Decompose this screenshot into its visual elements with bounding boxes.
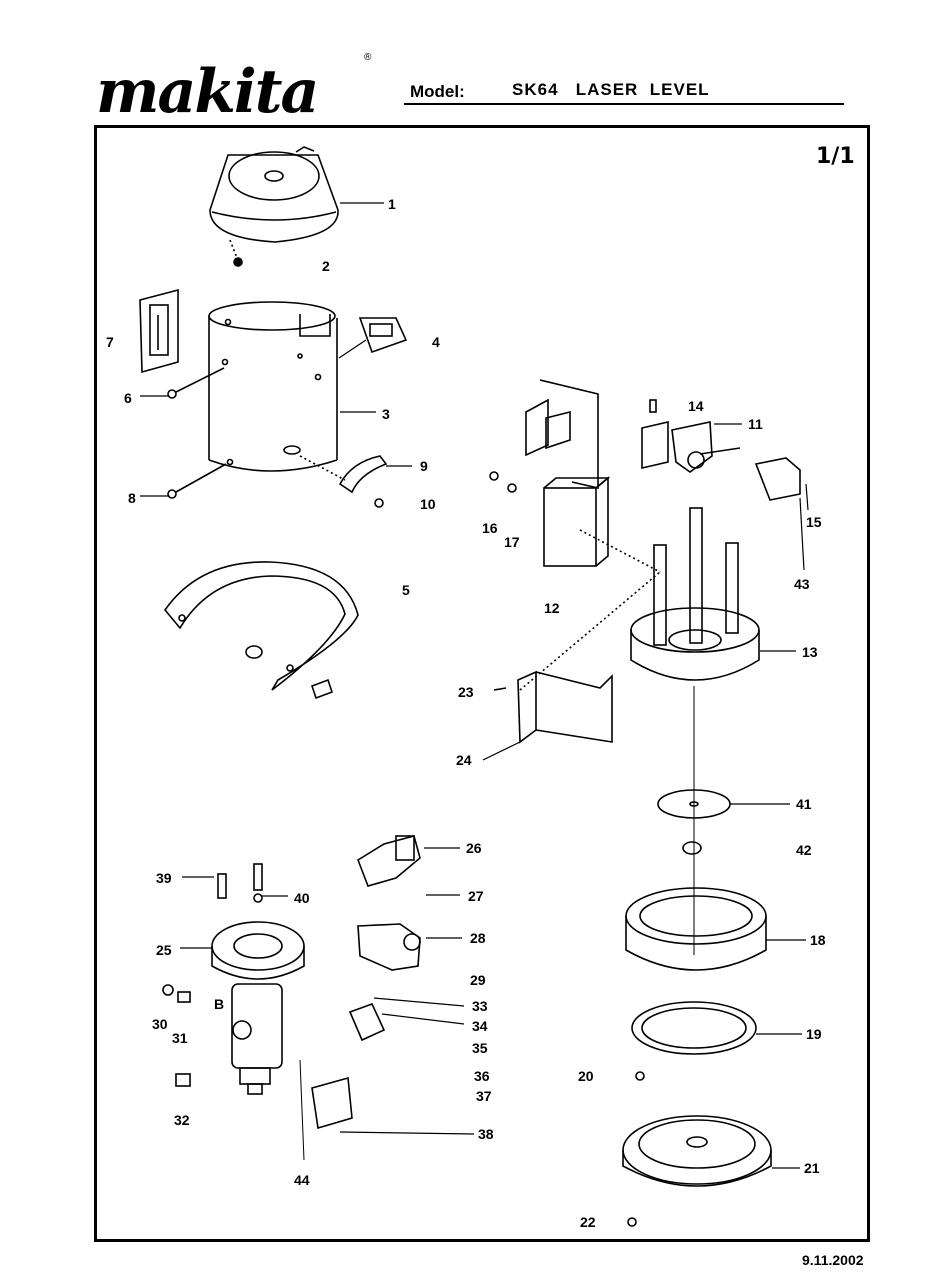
part-4-latch: [358, 317, 408, 354]
part-label: 41: [796, 796, 812, 812]
part-label: 5: [402, 582, 410, 598]
diagram-frame: [94, 125, 870, 1242]
part-label: 31: [172, 1030, 188, 1046]
part-label: 32: [174, 1112, 190, 1128]
part-20-screw: [635, 1071, 645, 1081]
part-25-pendulum: [211, 921, 305, 1095]
part-label: 28: [470, 930, 486, 946]
part-label: 29: [470, 972, 486, 988]
part-label: B: [214, 996, 225, 1012]
part-19-gasket: [631, 1001, 757, 1055]
part-40-washer: [253, 863, 263, 903]
part-label: 33: [472, 998, 488, 1014]
part-22-screw: [627, 1217, 637, 1227]
part-label: 38: [478, 1126, 494, 1142]
part-label: 23: [458, 684, 474, 700]
part-23-screw: [493, 687, 507, 691]
document-date: 9.11.2002: [802, 1252, 864, 1268]
registered-mark: ®: [364, 52, 372, 63]
part-label: 20: [578, 1068, 594, 1084]
part-label: 43: [794, 576, 810, 592]
part-label: 36: [474, 1068, 490, 1084]
part-label: 26: [466, 840, 482, 856]
part-5-strap: [163, 561, 359, 700]
part-label: 14: [688, 398, 704, 414]
part-label: 6: [124, 390, 132, 406]
part-label: 42: [796, 842, 812, 858]
part-label: 12: [544, 600, 560, 616]
part-2-screw: [229, 239, 243, 267]
part-label: 2: [322, 258, 330, 274]
part-label: 30: [152, 1016, 168, 1032]
part-16-screw: [489, 471, 499, 481]
part-label: 44: [294, 1172, 310, 1188]
part-14-screw: [649, 399, 657, 413]
part-13-chassis: [630, 507, 760, 681]
part-17-washer: [507, 483, 517, 493]
header-rule: [404, 103, 844, 105]
part-label: 3: [382, 406, 390, 422]
part-label: 22: [580, 1214, 596, 1230]
part-7-plate: [139, 288, 179, 374]
part-label: 19: [806, 1026, 822, 1042]
part-12-bracket: [525, 379, 611, 567]
part-label: 13: [802, 644, 818, 660]
part-28-laser-unit: [357, 923, 421, 971]
part-label: 39: [156, 870, 172, 886]
part-1-top-cap: [209, 146, 339, 243]
part-11-laser-module: [641, 420, 741, 473]
part-label: 37: [476, 1088, 492, 1104]
part-label: 34: [472, 1018, 488, 1034]
part-label: 40: [294, 890, 310, 906]
part-39-screw: [217, 873, 227, 899]
part-label: 16: [482, 520, 498, 536]
model-label: Model:: [410, 82, 465, 101]
leader-lines: [140, 202, 809, 1169]
part-label: 11: [748, 416, 763, 432]
part-label: 7: [106, 334, 114, 350]
part-label: 4: [432, 334, 440, 350]
part-label: 18: [810, 932, 826, 948]
part-label: 35: [472, 1040, 488, 1056]
part-34-plate: [348, 1002, 386, 1042]
part-label: 24: [456, 752, 472, 768]
part-38-plate: [311, 1076, 353, 1130]
part-44-line: [299, 1059, 305, 1161]
part-42-washer: [682, 841, 702, 855]
assembly-line: [519, 571, 661, 691]
part-3-housing: [208, 301, 338, 472]
model-value: SK64 LASER LEVEL: [512, 80, 710, 99]
part-label: 9: [420, 458, 428, 474]
part-label: 17: [504, 534, 520, 550]
makita-logo: makita: [96, 57, 319, 127]
part-label: 10: [420, 496, 436, 512]
part-15-bracket: [754, 457, 801, 501]
part-label: 25: [156, 942, 172, 958]
part-label: 1: [388, 196, 396, 212]
sheet-number: 1/1: [816, 144, 855, 169]
part-8-screw: [167, 463, 227, 499]
part-21-base: [622, 1115, 772, 1187]
part-label: 8: [128, 490, 136, 506]
part-label: 21: [804, 1160, 820, 1176]
part-32-screw: [175, 1073, 191, 1087]
part-6-screw: [167, 367, 225, 399]
part-label: 27: [468, 888, 484, 904]
part-10-screw: [374, 498, 384, 508]
assembly-line: [579, 529, 661, 573]
part-31-screw: [177, 991, 191, 1003]
part-24-cover: [517, 670, 613, 744]
part-label: 15: [806, 514, 822, 530]
part-9-lever: [299, 455, 388, 494]
part-26-laser-unit: [357, 835, 421, 887]
part-18-ring: [625, 887, 767, 971]
part-30-nut: [162, 984, 174, 996]
